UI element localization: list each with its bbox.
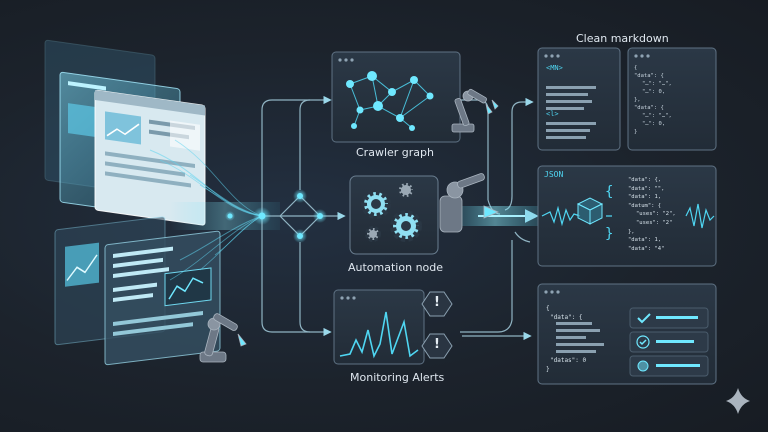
label-automation-node: Automation node xyxy=(348,261,444,274)
json-line: "uses": "2" xyxy=(636,219,673,226)
web-page-stack-top xyxy=(44,39,206,226)
check-icon xyxy=(637,313,651,324)
code-line: } xyxy=(634,129,638,135)
code-line: "data": { xyxy=(634,73,664,79)
sparkle-icon xyxy=(726,388,750,414)
code-line: "…": "…", xyxy=(642,113,672,119)
json-line: "data": {, xyxy=(628,177,662,183)
json-title: JSON xyxy=(544,170,564,179)
gear-icon xyxy=(361,181,422,242)
code-line: "…": 0, xyxy=(642,121,666,127)
alert-icon xyxy=(421,291,453,359)
json-brace-open: { xyxy=(605,184,614,200)
check-icon xyxy=(639,339,647,346)
signal-waveform xyxy=(339,311,419,359)
light-beam-right xyxy=(440,206,550,226)
output-line: "datas": 0 xyxy=(550,357,587,364)
json-line: "datum": { xyxy=(628,202,662,209)
json-waveform xyxy=(541,203,715,229)
alert-symbol-top: ! xyxy=(434,295,440,310)
alert-symbol-bottom: ! xyxy=(434,337,440,352)
junction-nodes xyxy=(225,189,327,243)
code-line: "data": { xyxy=(634,105,664,111)
label-clean-markdown: Clean markdown xyxy=(576,32,669,45)
json-line: "data": "4" xyxy=(628,245,665,252)
json-line: "data": 1, xyxy=(628,237,662,244)
json-line: }, xyxy=(628,228,635,235)
output-line: { xyxy=(546,305,550,312)
monitoring-alerts-panel xyxy=(333,289,425,365)
json-code-block: "data": {, "data": "", "data": 1, "datum… xyxy=(628,176,676,253)
cube-icon xyxy=(576,197,604,225)
json-line: "data": "", xyxy=(628,185,665,192)
code-line: "…": 0, xyxy=(642,89,666,95)
robot-arm-icon xyxy=(199,313,247,363)
label-monitoring-alerts: Monitoring Alerts xyxy=(350,371,445,384)
json-panel xyxy=(537,165,717,267)
robot-arm-icon xyxy=(451,88,499,133)
json-brace-close: } xyxy=(605,226,614,242)
graph-nodes xyxy=(346,71,434,131)
label-crawler-graph: Crawler graph xyxy=(356,146,434,159)
automation-node-panel xyxy=(349,175,439,255)
output-code-block: { "data": { "datas": 0 } xyxy=(546,304,586,374)
code-line: { xyxy=(634,65,638,71)
web-page-stack-bottom xyxy=(54,216,221,366)
crawler-graph-panel xyxy=(331,51,461,143)
output-panel xyxy=(537,283,717,385)
markdown-code-block: { "data": { "…": "…", "…": 0, }, "data":… xyxy=(634,64,672,136)
json-line: "data": 1, xyxy=(628,194,662,201)
markdown-tag: <MN> xyxy=(546,64,563,72)
code-line: "…": "…", xyxy=(642,81,672,87)
output-line: } xyxy=(546,366,550,373)
markdown-tag-2: <l> xyxy=(546,110,559,118)
robot-gripper-center xyxy=(439,173,500,233)
json-line: "uses": "2", xyxy=(636,211,676,218)
markdown-panel xyxy=(537,47,717,151)
output-line: "data": { xyxy=(550,314,583,321)
code-line: }, xyxy=(634,97,641,103)
checklist xyxy=(629,307,709,377)
